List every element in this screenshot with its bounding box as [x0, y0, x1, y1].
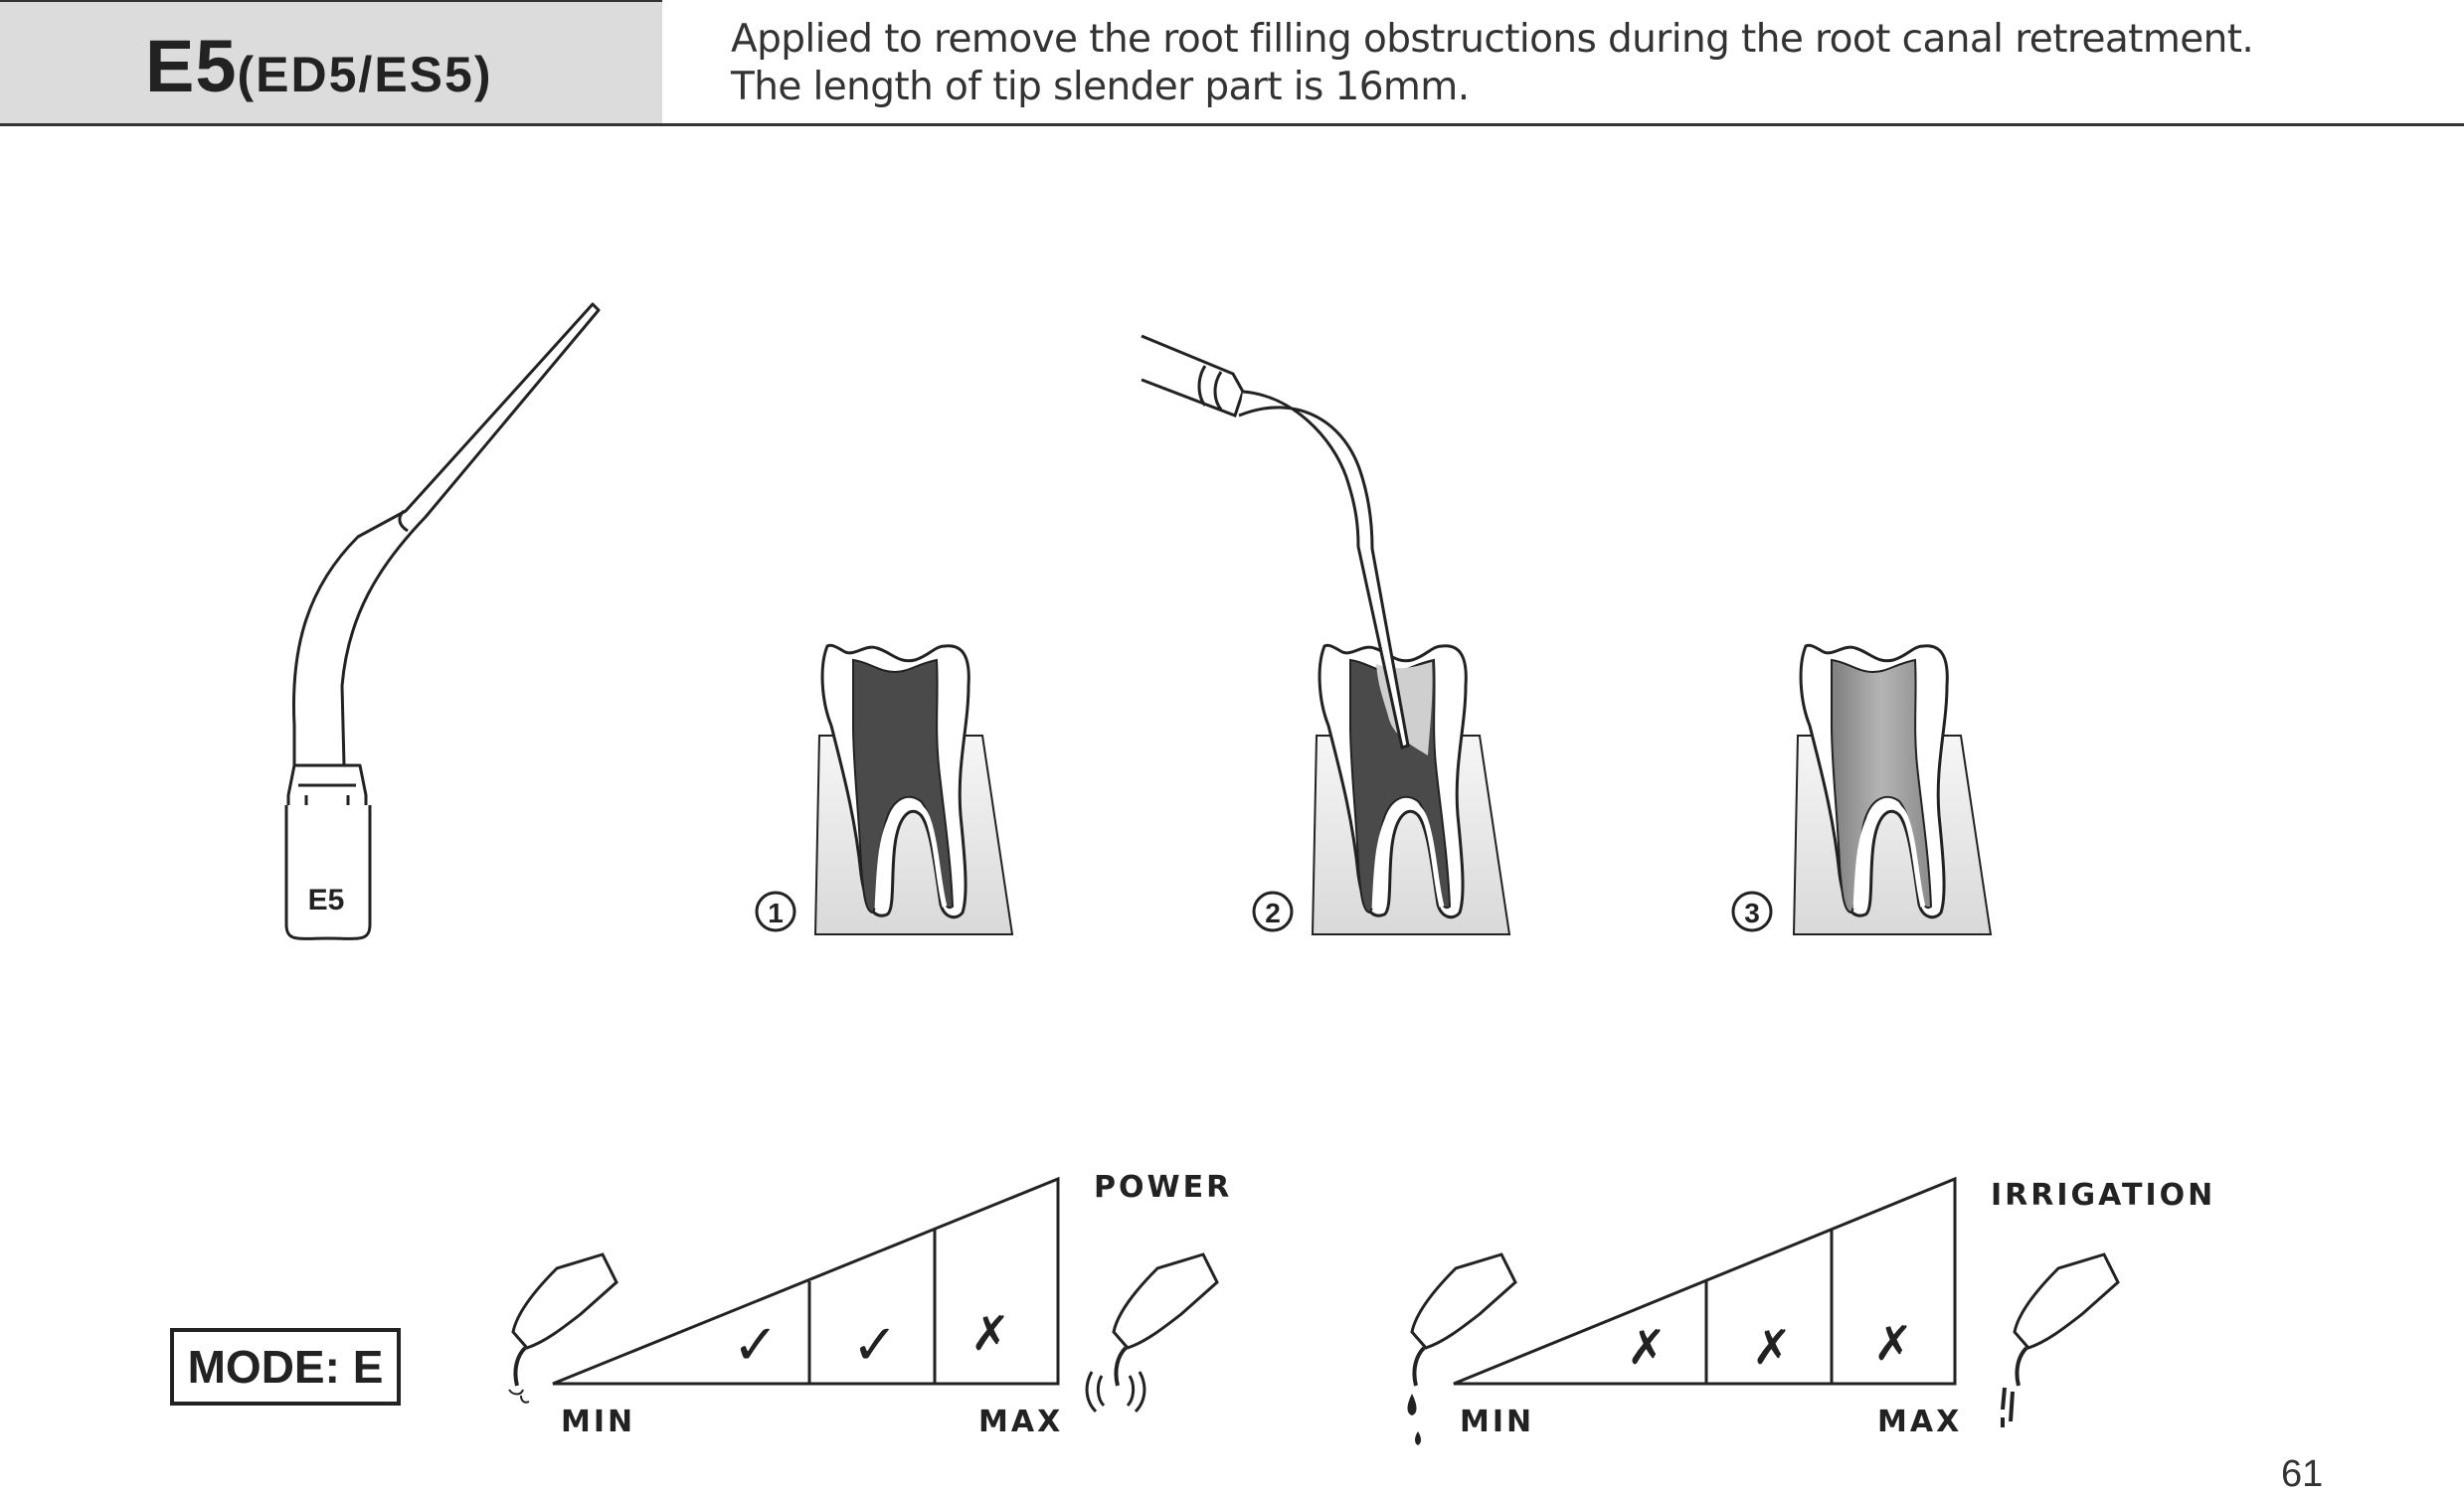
description-line-1: Applied to remove the root filling obstr…: [731, 17, 2254, 62]
power-handpiece-min-tip: [513, 1346, 527, 1387]
step-number-2: 2: [1265, 898, 1281, 928]
power-triangle: [552, 1176, 1060, 1386]
power-mark-3: ✗: [970, 1306, 1010, 1362]
step-number-circle: [1731, 891, 1773, 932]
tooth-step-2: 2: [1141, 334, 1511, 935]
irrigation-handpiece-max: [2013, 1252, 2120, 1350]
mode-indicator: MODE: E: [170, 1328, 401, 1406]
tip-label: E5: [308, 884, 345, 916]
tip-body: [284, 805, 372, 940]
irrigation-drop-min: [1407, 1394, 1421, 1445]
page-number: 61: [2281, 1453, 2324, 1495]
power-title: POWER: [1094, 1170, 1232, 1205]
irrigation-scale: ✗ ✗ ✗ IRRIGATION MIN MAX: [1407, 1176, 2215, 1445]
handpiece-grooves: [1197, 365, 1223, 411]
tip-shank: [291, 302, 601, 766]
handpiece-body: [1141, 334, 1245, 417]
e5-tip-illustration: E5: [284, 302, 601, 940]
irrigation-mark-2: ✗: [1752, 1320, 1792, 1376]
inner-root-line: [874, 801, 948, 910]
power-scale: ✓ ✓ ✗ POWER MIN MAX: [508, 1170, 1232, 1439]
irrigation-min-label: MIN: [1460, 1405, 1534, 1439]
description: Applied to remove the root filling obstr…: [731, 16, 2254, 111]
power-handpiece-min-wave: [508, 1389, 530, 1404]
irrigation-handpiece-min: [1410, 1252, 1517, 1350]
inner-root-line: [1852, 801, 1926, 910]
power-max-label: MAX: [978, 1405, 1063, 1439]
step-number-circle: [755, 891, 796, 932]
tip-variants: (ED5/ES5): [237, 47, 493, 102]
tooth-step-1: 1: [755, 643, 1014, 935]
power-mark-2: ✓: [852, 1313, 899, 1378]
irrigation-title: IRRIGATION: [1991, 1178, 2215, 1213]
power-vibration-waves: [1085, 1371, 1146, 1413]
tip-model-title: E5(ED5/ES5): [145, 24, 492, 108]
step-number-circle: [1252, 891, 1294, 932]
irrigation-handpiece-min-tip: [1412, 1346, 1426, 1387]
power-handpiece-max: [1112, 1252, 1219, 1350]
title-band: E5(ED5/ES5): [0, 0, 662, 123]
irrigation-stream-max: [2001, 1387, 2015, 1427]
irrigation-mark-1: ✗: [1627, 1320, 1667, 1376]
power-handpiece-min: [511, 1252, 618, 1350]
step-number-3: 3: [1744, 898, 1760, 928]
tooth-step-3: 3: [1731, 643, 1993, 935]
irrigation-triangle: [1453, 1176, 1957, 1386]
inserted-tip: [1238, 390, 1410, 749]
description-line-2: The length of tip slender part is 16mm.: [731, 65, 1470, 109]
irrigation-handpiece-max-tip: [2015, 1346, 2028, 1387]
power-handpiece-max-tip: [1114, 1346, 1128, 1387]
power-min-label: MIN: [561, 1405, 635, 1439]
step-number-1: 1: [768, 898, 784, 928]
irrigation-mark-3: ✗: [1873, 1316, 1913, 1372]
irrigation-max-label: MAX: [1877, 1405, 1962, 1439]
power-mark-1: ✓: [733, 1313, 780, 1378]
tip-code: E5: [145, 25, 238, 107]
header-rule: [0, 123, 2464, 126]
inner-root-line: [1371, 801, 1445, 910]
tip-collar: [398, 509, 409, 533]
